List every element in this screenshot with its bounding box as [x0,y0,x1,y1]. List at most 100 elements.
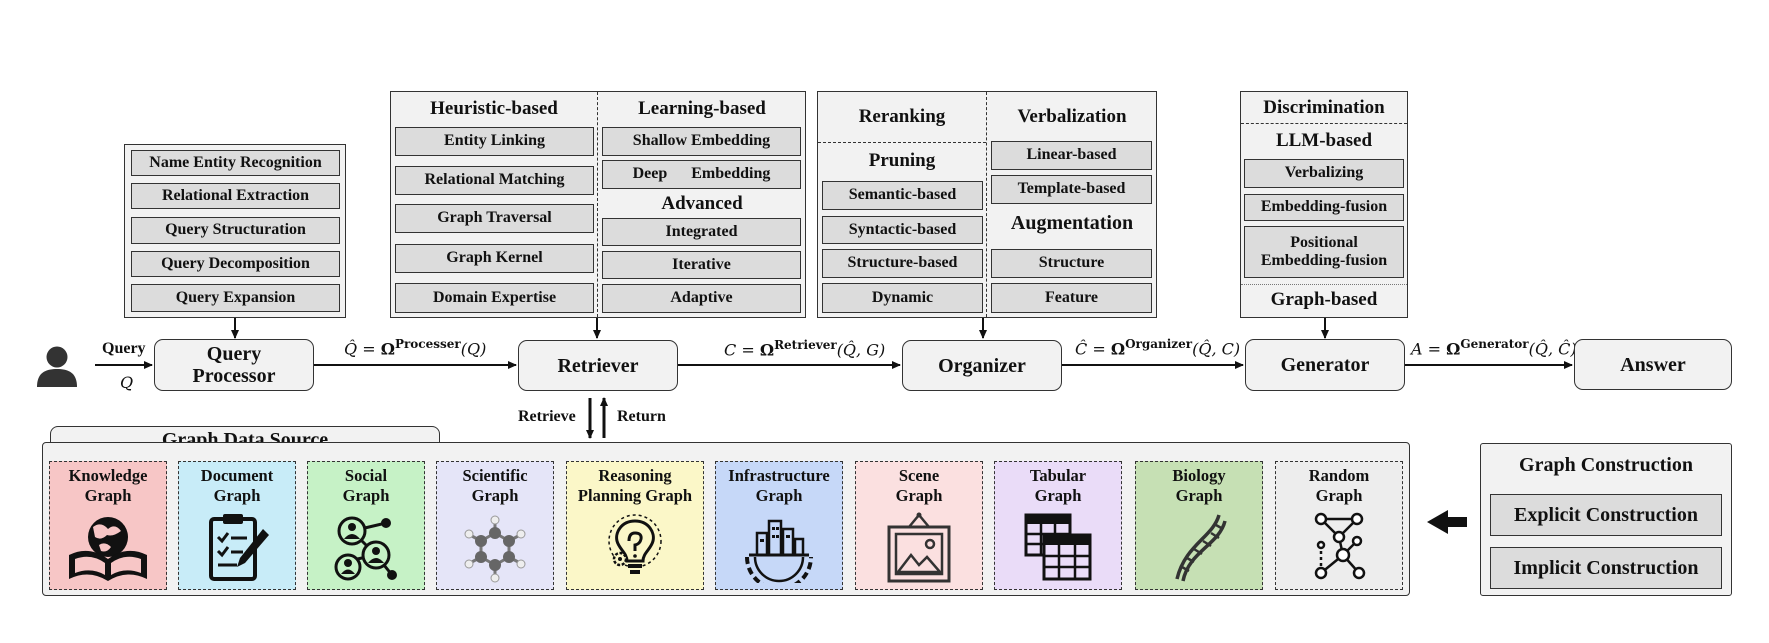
query-processor-stage: Query Processor [154,339,314,391]
reranking-divider [818,142,986,143]
method-feature: Feature [991,283,1152,313]
method-adaptive: Adaptive [602,284,801,313]
pruning-title: Pruning [868,150,936,171]
graph-based-divider [1241,284,1407,285]
source-label-line1: Tabular [1029,466,1087,485]
method-syntactic-based: Syntactic-based [822,216,983,244]
method-verbalizing: Verbalizing [1244,159,1404,188]
query-processor-label-line1: Query [206,343,262,365]
source-label-line2: Graph [471,485,519,505]
graph-construction-panel: Graph Construction Explicit Construction… [1480,443,1732,596]
return-label: Return [617,408,666,425]
method-positional-embedding-fusion: Positional Embedding-fusion [1244,226,1404,278]
source-label-line1: Social [344,466,388,485]
discrimination-title: Discrimination [1263,97,1385,118]
organizer-formula: Ĉ = ΩOrganizer(Q̂, C) [1075,337,1241,359]
source-label-line1: Scene [898,466,940,485]
source-label-line1: Document [200,466,274,485]
method-semantic-based: Semantic-based [822,181,983,210]
method-graph-traversal: Graph Traversal [395,204,594,233]
llm-based-title: LLM-based [1275,130,1373,151]
retrieve-label: Retrieve [518,408,576,425]
augmentation-title: Augmentation [1010,212,1134,234]
globe-book-icon [69,517,147,581]
verbalization-title: Verbalization [1017,106,1127,127]
retriever-formula: C = ΩRetriever(Q̂, G) [724,338,886,360]
source-label-line2: Graph [755,485,803,505]
retriever-methods-panel: Heuristic-based Entity Linking Relationa… [390,91,806,318]
source-label-line2: Graph [1315,485,1363,505]
method-relational-extraction: Relational Extraction [131,183,340,209]
discrimination-divider [1241,123,1407,124]
source-label-line2: Graph [342,485,390,505]
city-gear-icon [745,519,813,583]
source-label-line1: Biology [1172,466,1226,485]
explicit-construction: Explicit Construction [1490,494,1722,536]
retriever-divider [597,92,598,317]
organizer-divider [986,92,987,317]
source-label-line2: Graph [213,485,261,505]
advanced-title: Advanced [661,193,743,214]
implicit-construction: Implicit Construction [1490,547,1722,589]
table-icon [1024,513,1092,581]
source-label-line2: Graph [895,485,943,505]
people-network-icon [334,516,397,581]
method-dynamic: Dynamic [822,283,983,313]
method-deep-embedding: Deep Embedding [602,160,801,189]
lightbulb-gear-icon [608,514,662,574]
method-integrated: Integrated [602,218,801,246]
query-processor-label-line2: Processor [192,365,276,387]
source-label-line1: Reasoning [598,466,672,485]
learning-based-title: Learning-based [638,98,766,119]
method-template-based: Template-based [991,175,1152,204]
method-embedding-fusion: Embedding-fusion [1244,194,1404,221]
organizer-methods-panel: Reranking Pruning Semantic-based Syntact… [817,91,1157,318]
method-iterative: Iterative [602,251,801,279]
molecule-icon [464,515,526,583]
method-graph-kernel: Graph Kernel [395,244,594,273]
generator-stage: Generator [1245,339,1405,391]
source-label-line1: Random [1308,466,1370,485]
dna-icon [1175,514,1227,582]
method-query-expansion: Query Expansion [131,284,340,312]
method-entity-linking: Entity Linking [395,127,594,156]
source-label-line2: Graph [1175,485,1223,505]
picture-frame-icon [887,512,951,583]
generator-methods-panel: Discrimination LLM-based Verbalizing Emb… [1240,91,1408,318]
heuristic-based-title: Heuristic-based [430,98,558,119]
answer-node: Answer [1574,339,1732,390]
source-label-line2: Graph [84,485,132,505]
method-relational-matching: Relational Matching [395,166,594,195]
graph-based-title: Graph-based [1270,289,1378,310]
method-name-entity-recognition: Name Entity Recognition [131,150,340,176]
generator-formula: A = ΩGenerator(Q̂, Ĉ) [1411,337,1577,359]
method-structure-based: Structure-based [822,249,983,278]
query-symbol: Q [120,373,134,392]
source-label-line1: Infrastructure [728,466,830,485]
organizer-stage: Organizer [902,340,1062,391]
retriever-stage: Retriever [518,340,678,391]
method-query-decomposition: Query Decomposition [131,251,340,277]
query-processor-methods-panel: Name Entity Recognition Relational Extra… [124,144,346,318]
source-label-line1: Knowledge [68,466,148,485]
method-domain-expertise: Domain Expertise [395,283,594,313]
processor-formula: Q̂ = ΩProcesser(Q) [344,337,487,359]
graph-construction-title: Graph Construction [1519,454,1693,476]
source-label-line2: Graph [1034,485,1082,505]
method-shallow-embedding: Shallow Embedding [602,127,801,156]
source-label-line1: Scientific [462,466,528,485]
reranking-title: Reranking [858,106,946,127]
method-structure: Structure [991,249,1152,278]
user-icon [37,346,77,387]
